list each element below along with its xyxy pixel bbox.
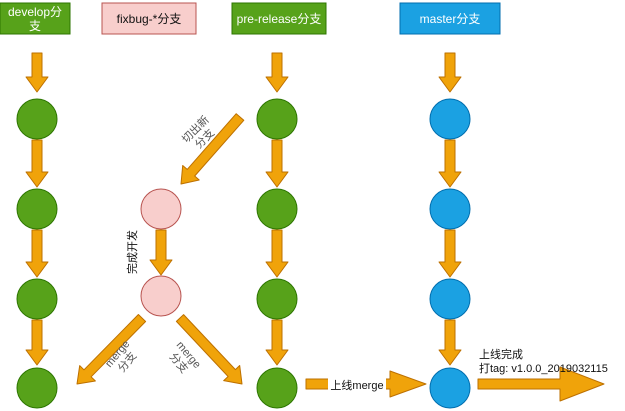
develop-commit-node-4 xyxy=(16,367,58,409)
fixbug-commit-node-1 xyxy=(140,188,182,230)
prerelease-arrow-3 xyxy=(265,229,289,278)
develop-commit-node-3 xyxy=(16,278,58,320)
prerelease-commit-node-2 xyxy=(256,188,298,230)
prerelease-commit-node-1 xyxy=(256,98,298,140)
prerelease-commit-node-3 xyxy=(256,278,298,320)
online-merge-label-bg xyxy=(328,377,386,393)
prerelease-arrow-2 xyxy=(265,139,289,188)
merge-right-label: merge 分支 xyxy=(167,339,203,375)
master-arrow-1 xyxy=(438,52,462,93)
develop-branch-header: develop分 支 xyxy=(0,2,71,35)
prerelease-header-label: pre-release分支 xyxy=(237,12,322,26)
fixbug-branch-header: fixbug-*分支 xyxy=(101,2,197,35)
develop-arrow-1 xyxy=(25,52,49,93)
develop-arrow-2 xyxy=(25,139,49,188)
master-header-label: master分支 xyxy=(420,12,481,26)
master-branch-header: master分支 xyxy=(399,2,501,35)
master-commit-node-2 xyxy=(429,188,471,230)
merge-to-develop-arrow xyxy=(76,314,147,385)
prerelease-arrow-4 xyxy=(265,319,289,366)
fixbug-arrow xyxy=(149,229,173,276)
fixbug-commit-node-2 xyxy=(140,275,182,317)
fixbug-header-label: fixbug-*分支 xyxy=(117,12,182,26)
develop-arrow-3 xyxy=(25,229,49,278)
master-arrow-3 xyxy=(438,229,462,278)
develop-commit-node-2 xyxy=(16,188,58,230)
prerelease-branch-header: pre-release分支 xyxy=(231,2,327,35)
master-commit-node-4 xyxy=(429,367,471,409)
master-commit-node-3 xyxy=(429,278,471,320)
online-done-label-line1: 上线完成 xyxy=(479,347,523,361)
finish-dev-label: 完成开发 xyxy=(125,230,139,274)
prerelease-commit-node-4 xyxy=(256,367,298,409)
master-arrow-2 xyxy=(438,139,462,188)
master-arrow-4 xyxy=(438,319,462,366)
develop-arrow-4 xyxy=(25,319,49,366)
merge-to-prerelease-arrow xyxy=(175,314,243,385)
online-merge-label: 上线merge xyxy=(330,378,383,392)
finish-dev-label-group: 完成开发 xyxy=(125,230,139,274)
develop-header-line1: develop分 xyxy=(8,5,62,19)
cut-branch-arrow xyxy=(180,113,245,185)
online-done-label-line2: 打tag: v1.0.0_2019032115 xyxy=(479,361,608,375)
develop-header-line2: 支 xyxy=(29,19,41,33)
develop-commit-node-1 xyxy=(16,98,58,140)
master-commit-node-1 xyxy=(429,98,471,140)
online-done-arrow xyxy=(477,366,605,402)
prerelease-arrow-1 xyxy=(265,52,289,93)
